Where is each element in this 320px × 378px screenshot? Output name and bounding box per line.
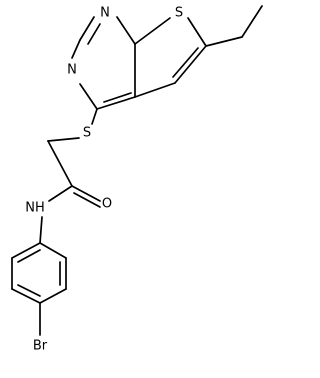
bond-ar6-ar1-inner <box>17 249 41 263</box>
bond-ar4-ar5 <box>11 288 41 304</box>
bond-n3-c4 <box>79 83 98 110</box>
atom-label-o-carbonyl: O <box>102 197 112 212</box>
atom-label-s-thioether: S <box>83 126 91 141</box>
bond-ch2-ch3 <box>241 5 263 38</box>
atom-label-n3: N <box>67 63 77 78</box>
bond-s-c6 <box>187 17 207 47</box>
bond-c4-s <box>91 108 98 125</box>
atom-label-nh-amide: NH <box>25 201 45 216</box>
chemical-structure-diagram: S N N S O NH Br <box>11 5 263 354</box>
bond-c2-n3 <box>71 39 81 59</box>
bond-ar6-ar1 <box>11 242 41 259</box>
bond-n1-c2 <box>79 16 95 41</box>
bond-co-o-outer <box>71 185 101 202</box>
bond-ch2-co <box>47 140 73 187</box>
bond-ar4-ar5-inner <box>17 284 41 297</box>
bond-c4-c4a-inner <box>103 92 132 103</box>
bond-c6-ch2 <box>205 36 243 47</box>
bond-ar3-ar4 <box>39 288 67 304</box>
bond-c5-c4a <box>134 82 176 98</box>
bond-c4-c4a <box>96 96 136 110</box>
atom-label-br: Br <box>33 339 48 354</box>
bond-c6-c5-inner <box>172 47 199 78</box>
bond-co-nh <box>48 185 73 202</box>
bond-nh-caryl <box>39 216 43 244</box>
bond-co-o-inner <box>73 192 101 208</box>
bond-c7a-s <box>134 17 171 45</box>
atom-label-s-thiophene: S <box>175 6 183 21</box>
bond-n1-c2-inner <box>87 23 101 45</box>
bond-c7a-n1 <box>116 16 136 45</box>
bond-ar1-ar2 <box>39 242 67 259</box>
atom-label-n1: N <box>100 6 110 21</box>
bond-c6-c5 <box>174 45 207 84</box>
bond-s-ch2 <box>47 137 80 142</box>
